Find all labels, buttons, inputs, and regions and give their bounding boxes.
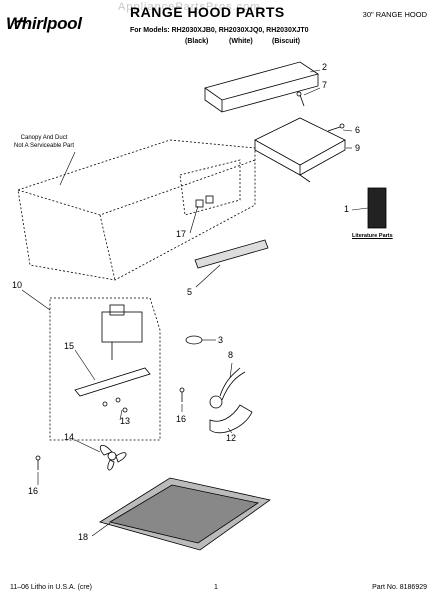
canopy-outline xyxy=(17,139,256,281)
part-1-literature xyxy=(367,187,387,229)
logo-swoosh-icon xyxy=(14,20,28,30)
part-8-socket xyxy=(209,367,246,409)
part-2-electrical-box xyxy=(204,61,319,113)
callout-13: 13 xyxy=(120,416,131,426)
callout-17: 17 xyxy=(176,229,187,239)
callout-1: 1 xyxy=(344,204,350,214)
callout-16-lower: 16 xyxy=(28,486,39,496)
page-title: RANGE HOOD PARTS xyxy=(130,4,285,20)
leader-lines xyxy=(21,69,369,537)
callout-3: 3 xyxy=(218,335,224,345)
canopy-note: Canopy And Duct Not A Serviceable Part xyxy=(14,134,74,150)
part-13-screws xyxy=(102,397,128,413)
callout-8: 8 xyxy=(228,350,234,360)
callout-14: 14 xyxy=(64,432,75,442)
models-line: For Models: RH2030XJB0, RH2030XJQ0, RH20… xyxy=(130,27,309,34)
footer-page-number: 1 xyxy=(214,584,218,591)
color-white: (White) xyxy=(229,38,253,45)
callout-16-upper: 16 xyxy=(176,414,187,424)
part-7-screw xyxy=(296,91,305,107)
literature-label: Literature Parts xyxy=(352,233,393,239)
canopy-note-line1: Canopy And Duct xyxy=(20,135,68,141)
callout-2: 2 xyxy=(322,62,328,72)
part-12-light-cover xyxy=(209,404,253,434)
color-black: (Black) xyxy=(185,38,209,45)
callout-7: 7 xyxy=(322,80,328,90)
callout-9: 9 xyxy=(355,143,361,153)
callout-10: 10 xyxy=(12,280,23,290)
callout-15: 15 xyxy=(64,341,75,351)
callout-5: 5 xyxy=(187,287,193,297)
part-15-bracket xyxy=(74,367,151,397)
part-3-knob xyxy=(185,335,203,345)
part-16-screw-upper xyxy=(179,387,185,402)
part-17-switches xyxy=(195,195,214,208)
part-6-screw xyxy=(327,123,345,132)
part-16-screw-lower xyxy=(35,455,41,470)
motor xyxy=(101,304,143,360)
part-10-motor-assembly xyxy=(49,297,161,441)
part-5-lens xyxy=(194,239,269,269)
watermark: AppliancePartsPros.com xyxy=(118,1,261,13)
page-subtitle: 30" RANGE HOOD xyxy=(362,10,427,19)
color-biscuit: (Biscuit) xyxy=(272,38,300,45)
part-14-fan-blade xyxy=(99,444,127,471)
canopy-note-line2: Not A Serviceable Part xyxy=(14,143,75,149)
callout-18: 18 xyxy=(78,532,89,542)
callout-12: 12 xyxy=(226,433,237,443)
footer-part-number: Part No. 8186929 xyxy=(372,584,427,591)
brand-logo: Whirlpool xyxy=(6,14,82,34)
part-9-tray xyxy=(254,117,346,183)
footer-litho: 11–06 Litho in U.S.A. (cre) xyxy=(10,584,92,591)
part-18-filter xyxy=(99,477,271,551)
callout-6: 6 xyxy=(355,125,361,135)
